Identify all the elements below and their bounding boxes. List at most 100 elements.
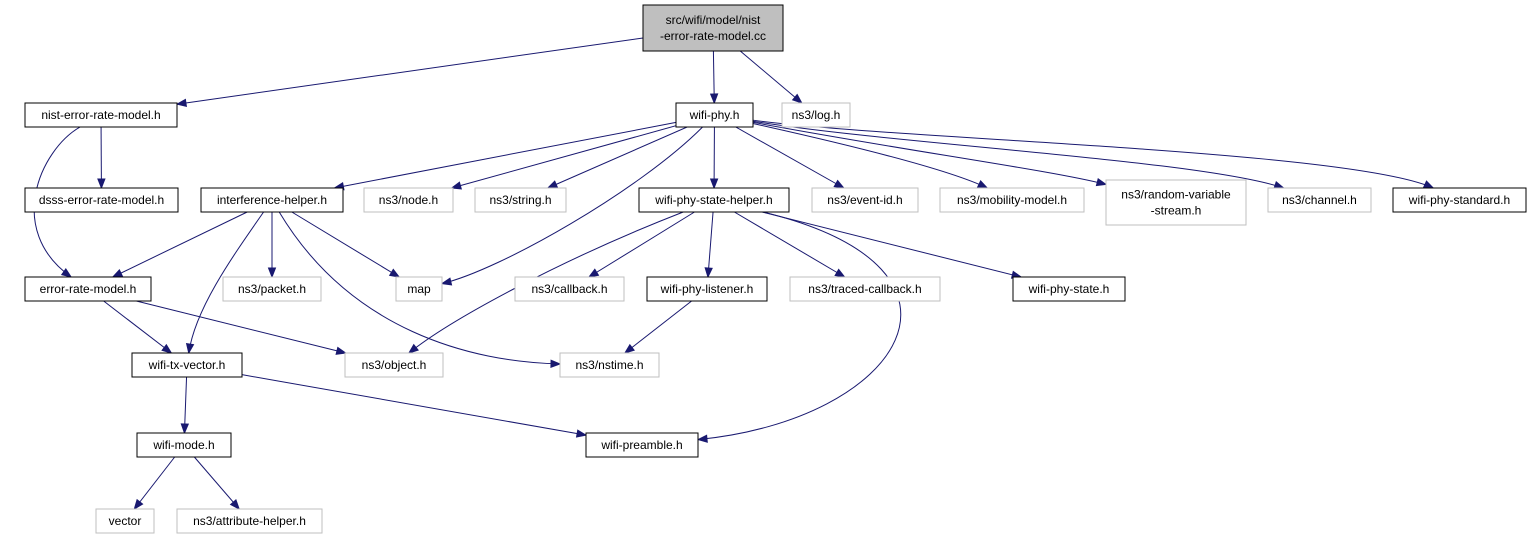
edge-line <box>441 126 703 285</box>
node-wifi-phy-state[interactable]: wifi-phy-state.h <box>1012 276 1126 302</box>
node-ns3-attribute-helper: ns3/attribute-helper.h <box>176 508 323 534</box>
edge-wifi_phy-to-ns3_node <box>450 125 677 190</box>
node-label: ns3/object.h <box>362 358 427 372</box>
node-ns3-packet: ns3/packet.h <box>222 276 322 302</box>
node-box <box>1012 276 1126 302</box>
node-box <box>344 352 444 378</box>
arrowhead <box>60 268 73 278</box>
arrowhead <box>133 498 144 511</box>
edge-line <box>112 211 248 278</box>
node-wifi-phy-standard[interactable]: wifi-phy-standard.h <box>1392 187 1527 213</box>
node-nist-erm[interactable]: nist-error-rate-model.h <box>24 102 178 128</box>
node-label: -stream.h <box>1151 204 1202 218</box>
node-label: wifi-preamble.h <box>600 438 682 452</box>
arrowhead <box>229 499 241 511</box>
edge-line <box>624 300 692 354</box>
node-layer: src/wifi/model/nist-error-rate-model.cc n… <box>24 4 1527 534</box>
edge-wifi_phy_state_helper-to-wifi_phy_listener <box>704 211 714 279</box>
edge-line <box>291 211 400 278</box>
edge-wifi_phy-to-wifi_phy_standard <box>752 119 1435 189</box>
node-map: map <box>395 276 443 302</box>
arrowhead <box>388 268 401 278</box>
node-wifi-preamble[interactable]: wifi-preamble.h <box>585 432 699 458</box>
edge-line <box>136 300 346 354</box>
node-box <box>1267 187 1372 213</box>
node-error-rate-model[interactable]: error-rate-model.h <box>24 276 152 302</box>
edge-wifi_mode-to-vector <box>133 456 176 511</box>
node-box <box>176 508 323 534</box>
node-box <box>24 102 178 128</box>
node-ns3-log: ns3/log.h <box>781 102 851 128</box>
node-box <box>646 276 768 302</box>
node-label: ns3/packet.h <box>238 282 306 296</box>
arrowhead <box>575 429 588 438</box>
node-label: -error-rate-model.cc <box>660 29 766 43</box>
node-label: ns3/traced-callback.h <box>808 282 921 296</box>
edge-wifi_phy_state_helper-to-wifi_phy_state <box>761 211 1023 279</box>
node-wifi-tx-vector[interactable]: wifi-tx-vector.h <box>131 352 243 378</box>
edge-line <box>547 126 688 189</box>
node-wifi-phy-listener[interactable]: wifi-phy-listener.h <box>646 276 768 302</box>
node-wifi-mode[interactable]: wifi-mode.h <box>136 432 232 458</box>
edge-interference-to-ns3_packet <box>267 212 277 279</box>
node-ns3-nstime: ns3/nstime.h <box>559 352 660 378</box>
arrowhead <box>546 180 559 189</box>
edge-wifi_phy_listener-to-ns3_nstime <box>623 300 692 354</box>
node-box <box>642 4 784 52</box>
node-label: interference-helper.h <box>217 193 327 207</box>
node-box <box>363 187 454 213</box>
edge-root-to-ns3_log <box>739 50 803 104</box>
edge-wifi_phy-to-ns3_mobility <box>752 123 989 189</box>
node-label: nist-error-rate-model.h <box>41 108 160 122</box>
node-box <box>24 187 179 213</box>
node-interference[interactable]: interference-helper.h <box>200 187 344 213</box>
edge-interference-to-map <box>291 211 401 278</box>
node-ns3-callback: ns3/callback.h <box>514 276 625 302</box>
node-box <box>395 276 443 302</box>
node-ns3-node: ns3/node.h <box>363 187 454 213</box>
edge-root-to-wifi_phy <box>709 50 719 105</box>
node-wifi-phy[interactable]: wifi-phy.h <box>675 102 754 128</box>
node-box <box>474 187 567 213</box>
node-box <box>514 276 625 302</box>
edge-line <box>752 120 1284 189</box>
arrowhead <box>791 93 803 104</box>
node-label: wifi-phy-listener.h <box>660 282 754 296</box>
node-box <box>200 187 344 213</box>
node-label: ns3/nstime.h <box>575 358 643 372</box>
edge-line <box>451 125 677 189</box>
node-box <box>131 352 243 378</box>
node-label: ns3/string.h <box>489 193 551 207</box>
node-label: ns3/mobility-model.h <box>957 193 1067 207</box>
node-wifi-phy-state-helper[interactable]: wifi-phy-state-helper.h <box>638 187 790 213</box>
node-label: map <box>407 282 431 296</box>
node-box <box>675 102 754 128</box>
edge-wifi_tx_vector-to-wifi_preamble <box>241 374 588 438</box>
arrowhead <box>175 98 188 108</box>
node-label: wifi-phy-standard.h <box>1408 193 1510 207</box>
edge-line <box>334 121 677 189</box>
node-box <box>24 276 152 302</box>
arrowhead <box>550 359 562 368</box>
node-dsss-erm[interactable]: dsss-error-rate-model.h <box>24 187 179 213</box>
arrowhead <box>833 179 845 189</box>
arrowhead <box>1095 177 1108 187</box>
edge-line <box>752 121 1107 185</box>
node-ns3-random: ns3/random-variable-stream.h <box>1105 179 1247 226</box>
arrowhead <box>709 178 719 190</box>
edge-wifi_phy_state_helper-to-ns3_callback <box>587 211 695 278</box>
arrowhead <box>709 93 719 105</box>
node-box <box>789 276 941 302</box>
node-box <box>1105 179 1247 226</box>
node-root[interactable]: src/wifi/model/nist-error-rate-model.cc <box>642 4 784 52</box>
edge-wifi_phy_state_helper-to-ns3_traced_callback <box>734 211 846 278</box>
node-label: wifi-phy.h <box>689 108 740 122</box>
arrowhead <box>587 268 600 278</box>
edge-wifi_phy-to-map <box>440 126 703 286</box>
node-box <box>222 276 322 302</box>
node-label: wifi-tx-vector.h <box>148 358 226 372</box>
edge-line <box>752 123 988 189</box>
edge-wifi_phy-to-ns3_event_id <box>735 126 845 189</box>
arrowhead <box>407 343 419 354</box>
